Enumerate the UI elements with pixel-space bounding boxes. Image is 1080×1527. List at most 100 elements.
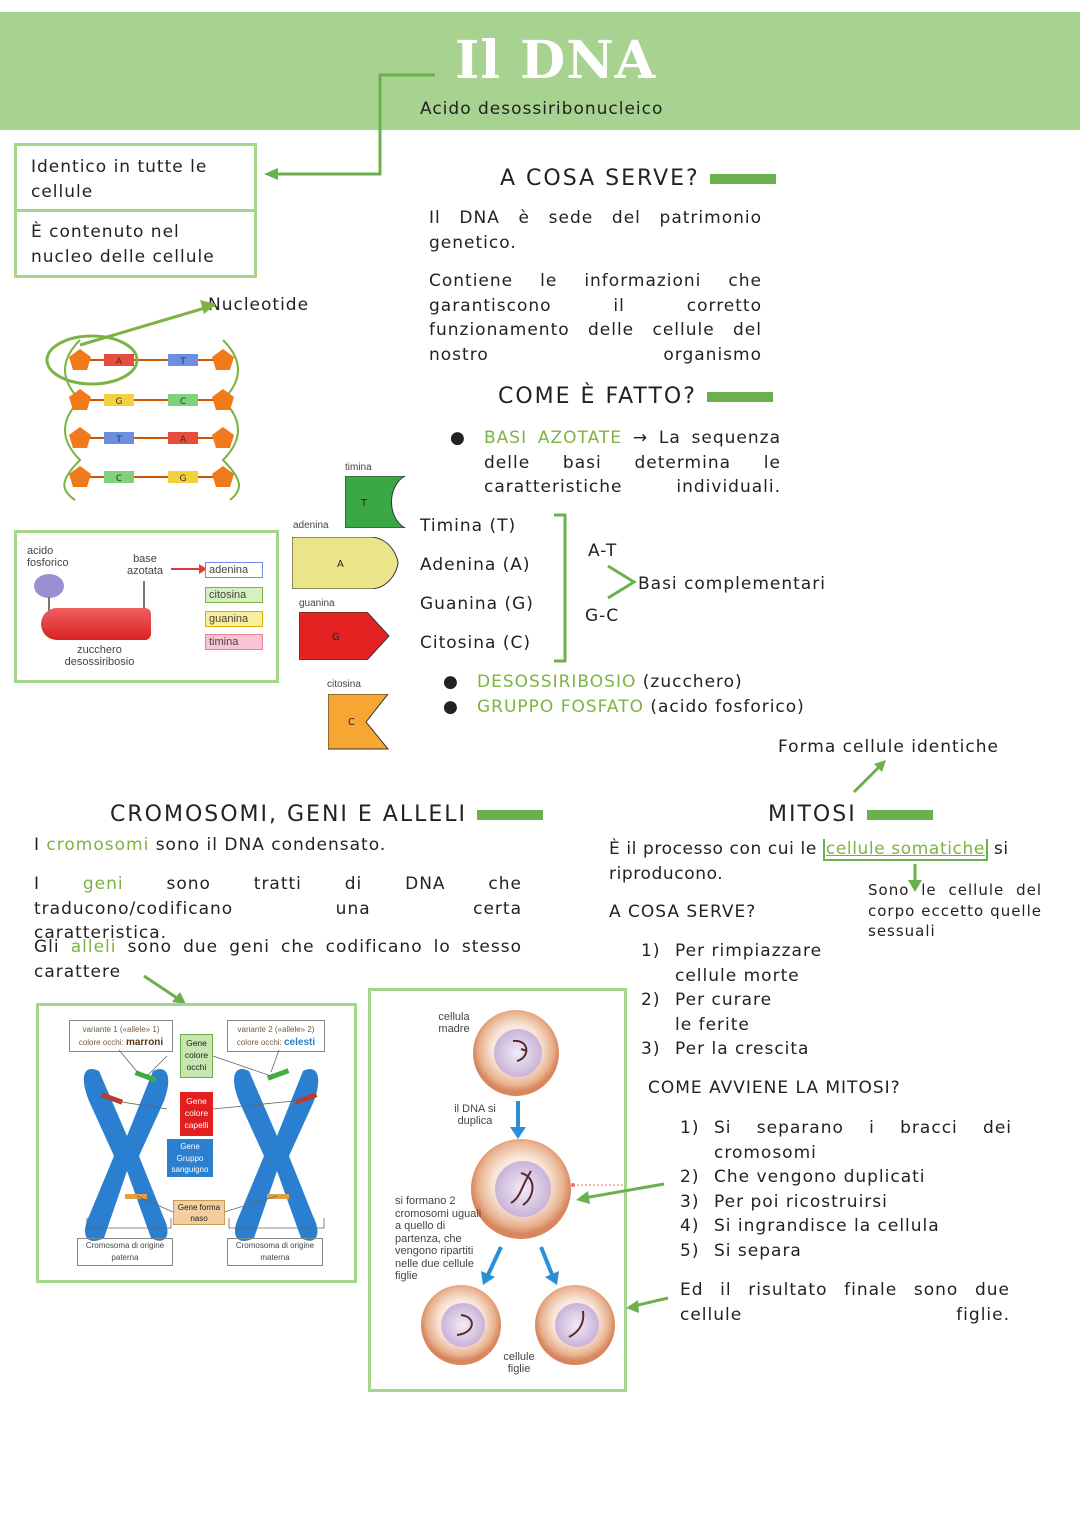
desossiribosio-line: DESOSSIRIBOSIO (zucchero)	[477, 670, 743, 695]
step-num: 3)	[680, 1191, 700, 1212]
chromosome-drawing	[83, 1049, 325, 1242]
tag-timina: timina	[205, 634, 263, 650]
geni-term: geni	[82, 874, 124, 894]
cromosomi-p3-post: sono due geni che codificano lo stesso c…	[34, 937, 522, 982]
come-fatto-heading: COME È FATTO?	[498, 384, 773, 409]
base-stem	[143, 581, 145, 609]
complementary-arrow	[607, 564, 637, 600]
desossiribosio-term: DESOSSIRIBOSIO	[477, 672, 637, 692]
mitosi-result: Ed il risultato finale sono due cellule …	[680, 1280, 1010, 1325]
step-text: Per poi ricostruirsi	[714, 1191, 888, 1212]
nucleotide-structure-box: acido fosforico base azotata zucchero de…	[14, 530, 279, 683]
rung-right-0: T	[179, 357, 186, 367]
step-item: 1) Si separano i bracci dei cromosomi	[680, 1116, 1012, 1165]
chromosome-paternal-label: Cromosoma di origine paterna	[77, 1238, 173, 1266]
mitosi-p1: È il processo con cui le cellule somatic…	[609, 837, 1034, 886]
alleli-term: alleli	[70, 937, 117, 957]
citosina-shape: C	[328, 694, 390, 750]
cosa-serve-p1: Il DNA è sede del patrimonio genetico.	[429, 208, 762, 253]
mitosi-heading: MITOSI	[768, 802, 933, 827]
mitosis-figure: cellula madre il DNA si duplica si forma…	[368, 988, 627, 1392]
use-text: Per la crescita	[675, 1039, 810, 1059]
timina-shape: T	[345, 476, 407, 528]
mitosi-cosa-serve: A COSA SERVE?	[609, 902, 757, 922]
cromosomi-p1: I cromosomi sono il DNA condensato.	[34, 833, 386, 858]
cromosomi-heading: CROMOSOMI, GENI E ALLELI	[110, 802, 543, 827]
nucleotide-label: Nucleotide	[208, 295, 310, 315]
gene-nose: Gene forma naso	[173, 1200, 225, 1225]
rung-left-0: A	[116, 357, 123, 367]
chromosome-figure: variante 1 («allele» 1) colore occhi: ma…	[36, 1003, 357, 1283]
mitosi-forma: Forma cellule identiche	[778, 737, 999, 757]
variant1-title: variante 1 («allele» 1)	[82, 1025, 160, 1034]
base-guanina: Guanina (G)	[420, 594, 534, 614]
adenina-letter: A	[337, 559, 344, 570]
cromosomi-p3: Gli alleli sono due geni che codificano …	[34, 935, 522, 984]
basi-paragraph: BASI AZOTATE → La sequenza delle basi de…	[484, 426, 781, 500]
base-timina: Timina (T)	[420, 516, 517, 536]
mitosis-arrow-top	[576, 1182, 665, 1204]
use-num: 1)	[641, 941, 661, 961]
bullet-fosfato: ●	[443, 697, 459, 717]
rung-left-3: C	[116, 474, 122, 484]
step-item: 2)Che vengono duplicati	[680, 1165, 1012, 1190]
info-item-identico: Identico in tutte le cellule	[17, 146, 254, 212]
shape-citosina-label: citosina	[327, 679, 361, 690]
page-subtitle: Acido desossiribonucleico	[420, 99, 664, 119]
use-item: 2)Per curare le ferite	[641, 988, 841, 1037]
bullet-basi: ●	[450, 428, 466, 448]
fosfato-term: GRUPPO FOSFATO	[477, 697, 644, 717]
gene-blood: Gene Gruppo sanguigno	[167, 1139, 213, 1177]
header-connector	[264, 73, 435, 180]
chromosome-maternal-label: Cromosoma di origine materna	[227, 1238, 323, 1266]
gene-hair: Gene colore capelli	[180, 1092, 213, 1136]
cromosomi-heading-text: CROMOSOMI, GENI E ALLELI	[110, 802, 467, 827]
mitosis-duplica: il DNA si duplica	[454, 1103, 496, 1127]
basi-desc: → La sequenza delle basi determina le ca…	[484, 428, 782, 497]
step-text: Si separano i bracci dei cromosomi	[714, 1118, 1012, 1163]
use-text: Per rimpiazzare cellule morte	[675, 941, 823, 986]
guanina-letter: G	[332, 632, 340, 643]
variant1-value: marroni	[125, 1037, 164, 1048]
cosa-serve-p2: Contiene le informazioni che garantiscon…	[429, 271, 762, 365]
forma-arrow	[852, 760, 886, 794]
heading-bar	[477, 810, 543, 820]
alleli-arrow	[143, 974, 186, 1004]
base-label: base azotata	[126, 553, 164, 577]
info-item-nucleo: È contenuto nel nucleo delle cellule	[31, 222, 215, 267]
base-adenina: Adenina (A)	[420, 555, 531, 575]
shape-timina-label: timina	[345, 462, 372, 473]
variant1-label: colore occhi:	[78, 1038, 126, 1047]
use-item: 3) Per la crescita	[641, 1037, 841, 1062]
cromosomi-p2: I geni sono tratti di DNA che traducono/…	[34, 872, 522, 946]
heading-bar	[706, 392, 773, 402]
cellule-somatiche-term: cellule somatiche	[822, 839, 988, 861]
phosphate-circle	[34, 574, 64, 598]
sugar-cylinder	[41, 608, 151, 640]
mitosis-madre: cellula madre	[438, 1011, 470, 1035]
come-fatto-heading-text: COME È FATTO?	[498, 384, 697, 409]
step-num: 4)	[680, 1216, 700, 1236]
variant2-label: colore occhi:	[236, 1038, 284, 1047]
mitosi-heading-text: MITOSI	[768, 802, 857, 827]
use-num: 3)	[641, 1039, 661, 1059]
cosa-serve-heading-text: A COSA SERVE?	[500, 166, 700, 191]
heading-bar	[709, 174, 776, 184]
cromosomi-p2-pre: I	[34, 874, 83, 894]
step-item: 3) Per poi ricostruirsi	[680, 1190, 1012, 1215]
step-text: Che vengono duplicati	[714, 1167, 926, 1187]
phosphate-stem	[48, 597, 50, 611]
variant2-value: celesti	[284, 1037, 316, 1048]
mitosi-uses-list: 1) Per rimpiazzare cellule morte 2)Per cu…	[641, 939, 841, 1062]
step-num: 1)	[680, 1118, 700, 1138]
rung-right-2: A	[180, 435, 187, 445]
guanina-shape: G	[299, 612, 390, 660]
variant1-box: variante 1 («allele» 1) colore occhi: ma…	[69, 1020, 173, 1052]
bases-bracket	[554, 513, 567, 663]
cromosomi-p2-post: sono tratti di DNA che traducono/codific…	[34, 874, 522, 943]
bullet-desossiribosio: ●	[443, 672, 459, 692]
gene-eyes: Gene colore occhi	[180, 1034, 213, 1078]
shape-guanina-label: guanina	[299, 598, 335, 609]
use-text: Per curare le ferite	[675, 990, 773, 1035]
tag-adenina: adenina	[205, 562, 263, 578]
